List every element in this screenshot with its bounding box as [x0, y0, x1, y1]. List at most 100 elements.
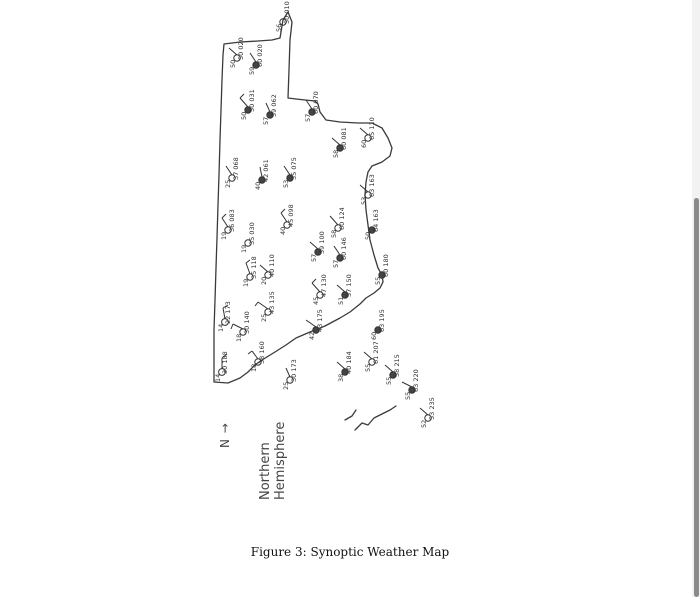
station-sub: 60 [370, 332, 378, 340]
station-plot: 64 163 50 [364, 209, 380, 240]
station-sub: 58 [332, 150, 340, 158]
station-plot: 50 020 50 [228, 37, 245, 68]
station-plot: 59 100 57 [309, 231, 326, 262]
station-plot: 63 220 55 [401, 369, 420, 400]
station-label: 37 068 [232, 157, 240, 180]
station-sub: 45 [312, 297, 320, 305]
station-sub: 40 [254, 182, 262, 190]
station-plot: 60 180 55 [374, 254, 390, 285]
station-sub: 18 [235, 334, 243, 342]
station-sub: 60 [360, 140, 368, 148]
station-plot: 38 160 18 [247, 341, 266, 372]
station-label: 35 075 [290, 157, 298, 180]
station-sub: 53 [282, 180, 290, 188]
coastline-detail [354, 405, 397, 431]
station-plot: 22 173 14 [217, 301, 232, 332]
station-plot: 40 184 38 [336, 351, 353, 382]
station-label: 58 215 [393, 354, 401, 377]
station-label: 60 020 [256, 44, 264, 67]
station-label: 22 173 [224, 301, 232, 324]
station-sub: 51 [337, 297, 345, 305]
station-label: 63 163 [368, 174, 376, 197]
station-plot: 58 215 55 [384, 354, 401, 385]
station-sub: 57 [310, 254, 318, 262]
station-plot: 35 030 19 [240, 222, 256, 253]
station-sub: 19 [242, 279, 250, 287]
station-plot: 45 098 40 [279, 204, 295, 235]
station-label: 60 146 [340, 237, 348, 260]
hemisphere-line-2: Hemisphere [273, 421, 288, 500]
station-plot: 57 150 51 [336, 274, 353, 305]
station-plot: 60 081 58 [331, 127, 348, 158]
station-sub: 55 [364, 364, 372, 372]
station-sub: 25 [282, 382, 290, 390]
station-label: 30 188 [221, 351, 229, 374]
station-label: 47 130 [320, 274, 328, 297]
station-sub: 50 [364, 232, 372, 240]
station-plot: 63 163 53 [359, 174, 376, 205]
station-sub: 19 [220, 232, 228, 240]
station-label: 43 175 [316, 309, 324, 332]
station-sub: 40 [279, 227, 287, 235]
station-label: 36 083 [228, 209, 236, 232]
station-plot: 50 031 50 [239, 89, 256, 120]
station-plot: 59 062 57 [262, 94, 278, 125]
station-sub: 55 [374, 277, 382, 285]
station-plot: 53 235 52 [419, 397, 436, 428]
station-label: 59 062 [270, 94, 278, 117]
station-plot: 60 146 57 [332, 237, 348, 268]
station-label: 63 220 [412, 369, 420, 392]
station-sub: 57 [262, 117, 270, 125]
station-label: 63 195 [378, 309, 386, 332]
station-sub: 59 [248, 67, 256, 75]
station-sub: 42 [308, 332, 316, 340]
station-sub: 58 [330, 230, 338, 238]
scrollbar-track[interactable] [692, 0, 700, 597]
station-label: 65 110 [368, 117, 376, 140]
coastline-detail [344, 409, 357, 421]
station-label: 60 070 [312, 91, 320, 114]
station-sub: 14 [214, 374, 222, 382]
station-sub: 53 [360, 197, 368, 205]
station-plot: 61 207 55 [363, 341, 380, 372]
station-sub: 38 [337, 374, 345, 382]
station-plot: 63 195 60 [370, 309, 386, 340]
station-label: 35 118 [250, 256, 258, 279]
station-sub: 50 [240, 112, 248, 120]
station-label: 30 140 [243, 311, 251, 334]
station-sub: 55 [385, 377, 393, 385]
station-sub: 18 [250, 364, 258, 372]
station-plot: 43 175 42 [305, 309, 324, 340]
station-plot: 36 083 19 [220, 209, 236, 240]
station-label: 64 163 [372, 209, 380, 232]
station-sub: 57 [304, 114, 312, 122]
station-plot: 40 110 20 [259, 254, 276, 285]
station-label: 43 135 [268, 291, 276, 314]
station-plot: 60 020 59 [248, 44, 264, 75]
station-label: 50 010 [283, 1, 291, 24]
station-plot: 35 075 53 [282, 157, 298, 188]
station-sub: 57 [332, 260, 340, 268]
station-label: 50 031 [248, 89, 256, 112]
station-sub: 50 [229, 60, 237, 68]
station-label: 45 098 [287, 204, 295, 227]
station-sub: 52 [420, 420, 428, 428]
station-label: 40 184 [345, 351, 353, 374]
station-label: 42 061 [262, 159, 270, 182]
hemisphere-line-1: Northern [258, 442, 273, 500]
station-label: 57 150 [345, 274, 353, 297]
station-plot: 60 070 57 [304, 91, 320, 122]
station-plot: 43 135 25 [254, 291, 276, 322]
station-plot: 60 124 58 [329, 207, 346, 238]
station-label: 38 160 [258, 341, 266, 364]
station-label: 60 180 [382, 254, 390, 277]
station-label: 60 081 [340, 127, 348, 150]
station-sub: 25 [260, 314, 268, 322]
station-plot: 30 188 14 [214, 351, 229, 382]
scrollbar-thumb[interactable] [694, 198, 699, 597]
station-sub: 19 [240, 245, 248, 253]
station-sub: 56 [275, 24, 283, 32]
station-label: 59 100 [318, 231, 326, 254]
station-sub: 14 [217, 324, 225, 332]
